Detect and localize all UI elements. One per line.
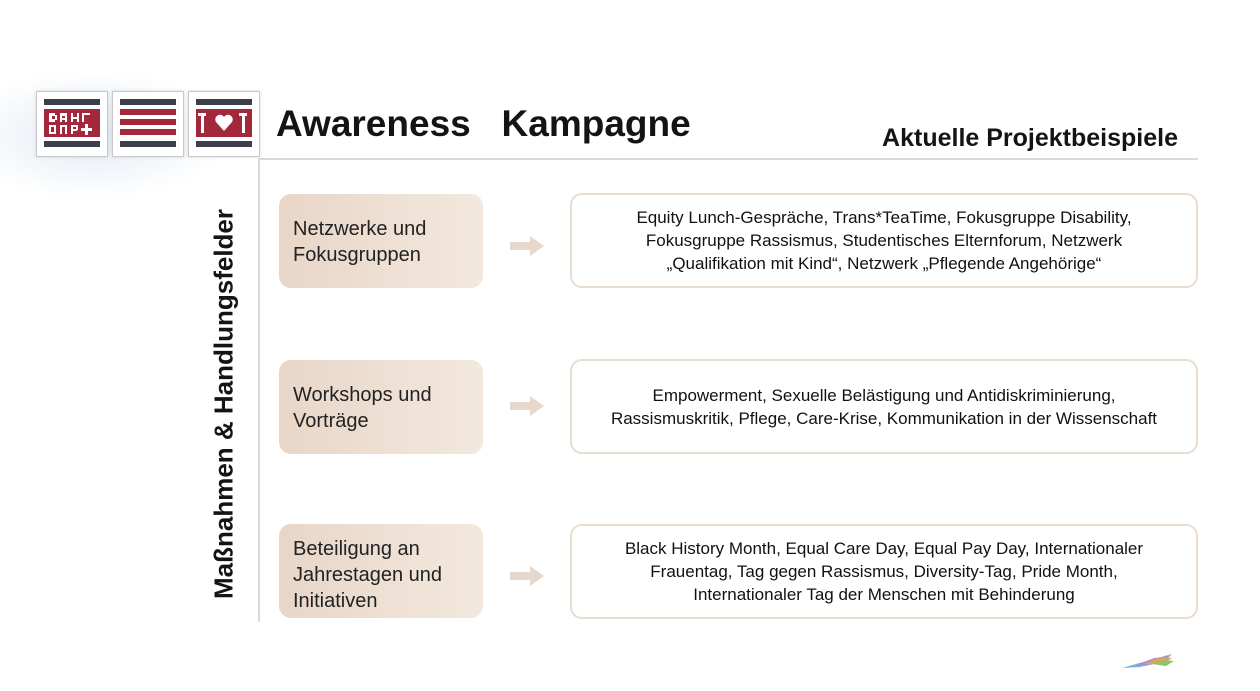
logo	[36, 91, 260, 157]
category-line: Workshops und	[293, 384, 432, 406]
description-initiatives: Black History Month, Equal Care Day, Equ…	[570, 524, 1198, 619]
category-line: Netzwerke und	[293, 218, 427, 240]
category-line: Initiativen	[293, 590, 378, 612]
logo-letters-icon	[44, 99, 100, 147]
description-workshops: Empowerment, Sexuelle Belästigung und An…	[570, 359, 1198, 454]
logo-tile-1	[36, 91, 108, 157]
page-subtitle: Aktuelle Projektbeispiele	[882, 124, 1178, 152]
logo-tile-3	[188, 91, 260, 157]
category-networks: Netzwerke und Fokusgruppen	[279, 194, 483, 288]
arrow-right-icon	[510, 236, 544, 256]
arrow-right-icon	[510, 396, 544, 416]
category-line: Jahrestagen und	[293, 564, 443, 586]
side-divider	[258, 160, 260, 622]
category-line: Fokusgruppen	[293, 244, 421, 266]
logo-heart-icon	[196, 99, 252, 147]
arrow-right-icon	[510, 566, 544, 586]
logo-tile-2	[112, 91, 184, 157]
category-workshops: Workshops und Vorträge	[279, 360, 483, 454]
category-line: Beteiligung an	[293, 538, 420, 560]
side-label: Maßnahmen & Handlungsfelder	[208, 208, 239, 600]
description-networks: Equity Lunch-Gespräche, Trans*TeaTime, F…	[570, 193, 1198, 288]
page-title: Awareness Kampagne	[276, 103, 691, 144]
rainbow-wing-icon	[1122, 654, 1174, 668]
category-line: Vorträge	[293, 410, 369, 432]
category-initiatives: Beteiligung an Jahrestagen und Initiativ…	[279, 524, 483, 618]
logo-stripes-icon	[120, 99, 176, 147]
header-divider	[258, 158, 1198, 160]
